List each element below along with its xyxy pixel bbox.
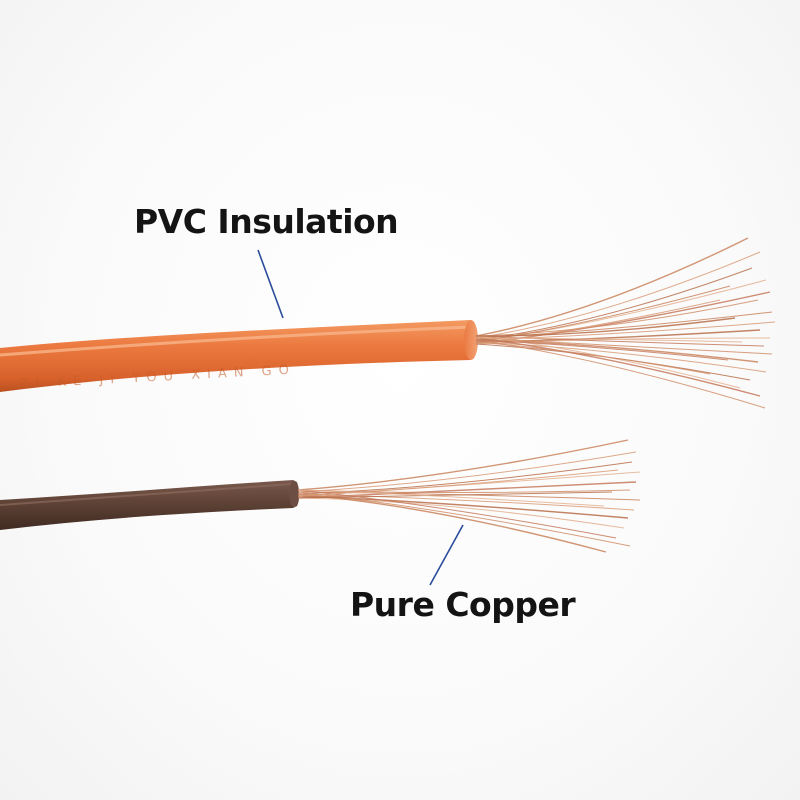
copper-strand [297, 489, 605, 507]
copper-strand [475, 335, 765, 347]
copper-strand [475, 237, 749, 337]
brown-wire [0, 480, 300, 530]
insulation-leader-line [257, 249, 284, 319]
brown-wire-cut-end [289, 481, 299, 507]
copper-strand [475, 267, 753, 341]
pvc-insulation-label: PVC Insulation [134, 202, 399, 241]
copper-strand [475, 337, 761, 397]
copper-strand [297, 469, 619, 497]
conductor-leader-line [429, 524, 464, 586]
copper-strand [297, 461, 633, 495]
copper-strand [475, 299, 721, 345]
copper-strand [475, 251, 761, 339]
copper-strand [297, 439, 629, 491]
copper-strand [297, 491, 613, 499]
copper-strand [297, 451, 637, 493]
orange-wire-cut-end [464, 320, 478, 360]
copper-strand [475, 337, 743, 343]
copper-strand [475, 339, 766, 409]
copper-strand [297, 481, 637, 499]
copper-strand [475, 341, 767, 373]
copper-strand [475, 337, 773, 355]
orange-wire-insulation [0, 320, 477, 392]
copper-strand [475, 317, 736, 337]
copper-strand [297, 493, 635, 511]
brown-wire-highlight [0, 483, 293, 506]
copper-strand [297, 493, 607, 553]
copper-strand [475, 339, 729, 361]
orange-wire: ZI KE JI YOU XIAN GO [0, 320, 478, 392]
copper-strand [475, 285, 731, 343]
brown-wire-insulation [0, 480, 300, 530]
copper-strands-top [475, 237, 776, 409]
copper-strand [475, 299, 759, 337]
copper-strand [475, 341, 711, 375]
orange-wire-highlight [0, 325, 471, 357]
copper-strands-bottom [297, 439, 641, 553]
copper-strand [297, 497, 625, 529]
pure-copper-label: Pure Copper [350, 585, 576, 624]
